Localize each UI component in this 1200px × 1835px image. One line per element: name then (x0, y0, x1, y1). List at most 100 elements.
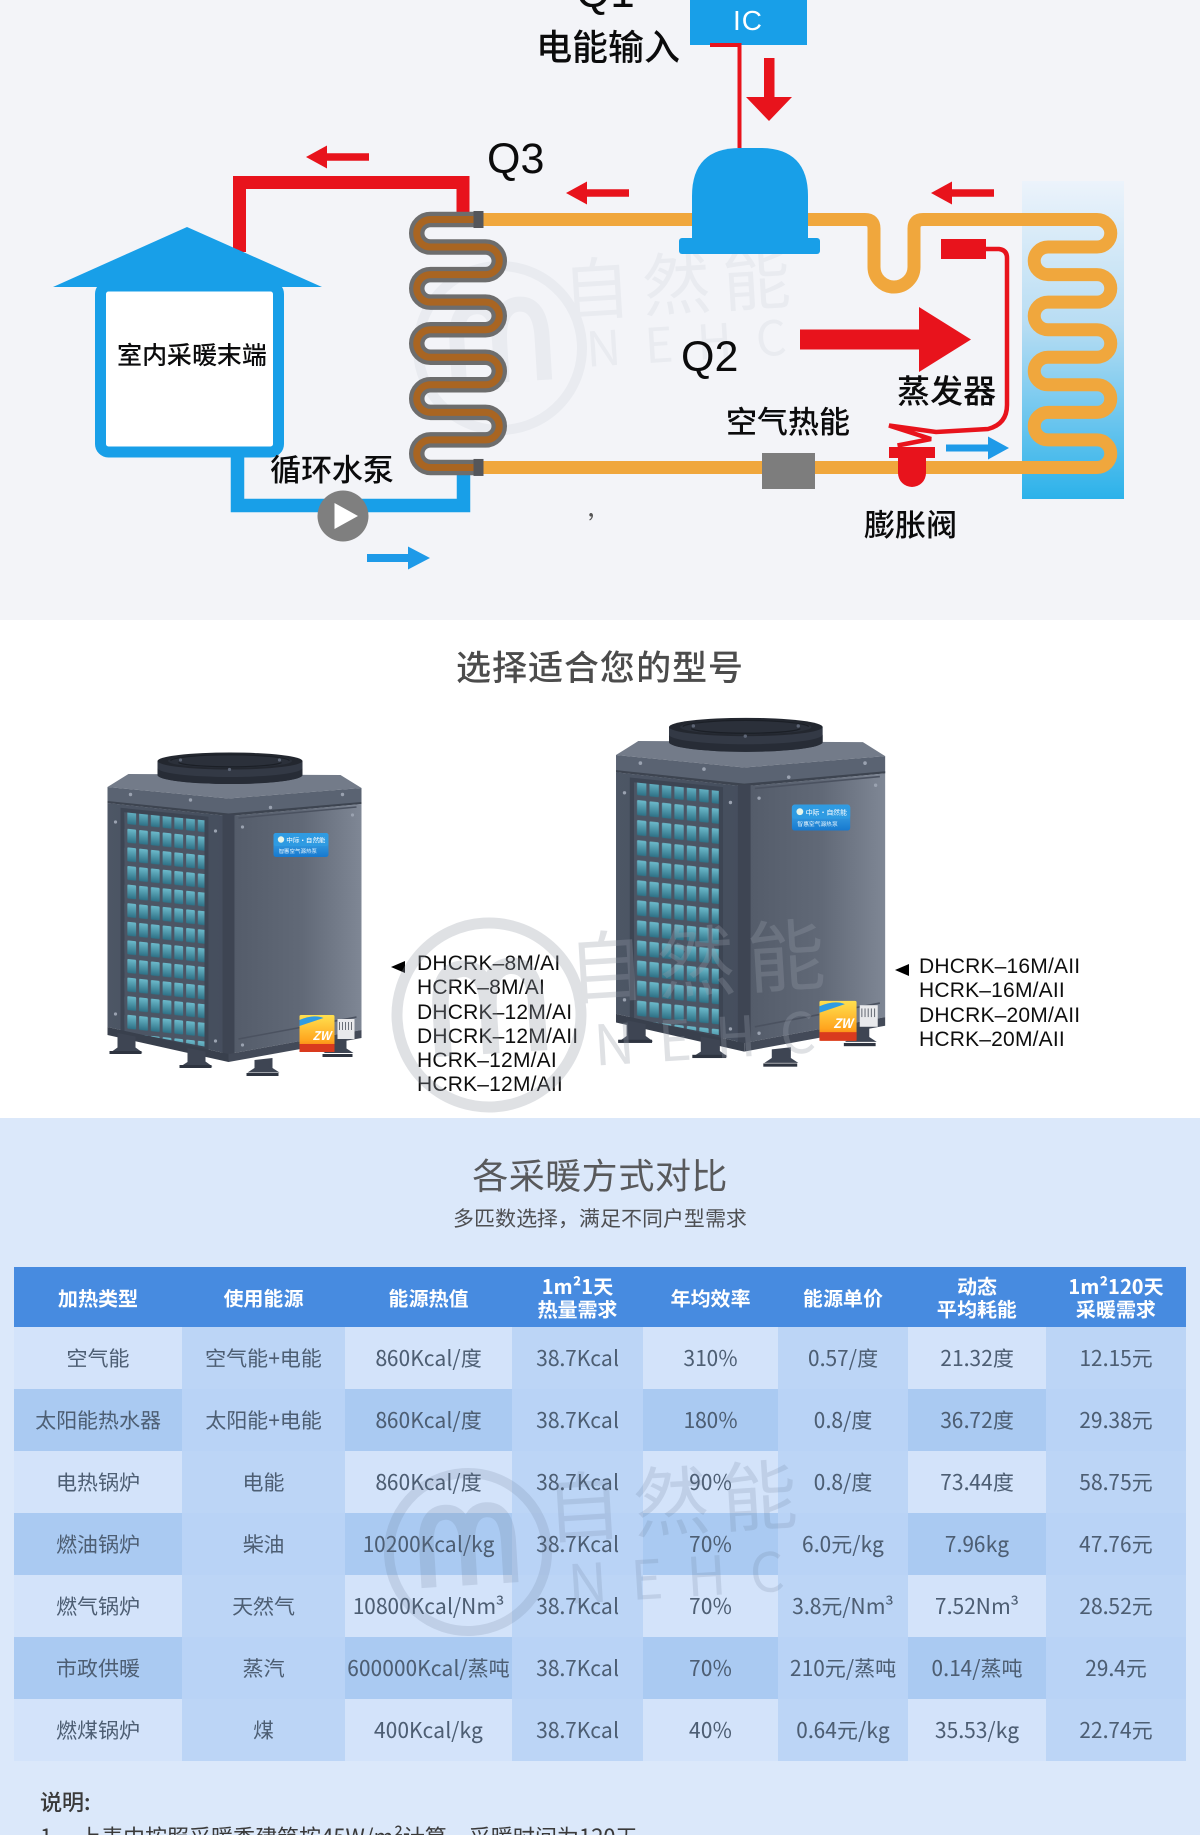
table-cell: 38.7Kcal (512, 1513, 643, 1575)
table-cell: 29.4元 (1046, 1637, 1186, 1699)
table-cell: 70% (643, 1513, 778, 1575)
product-image-large (598, 713, 900, 1085)
evaporator-coil (481, 213, 1118, 474)
pump-label: 循环水泵 (270, 445, 394, 490)
capillary-line (888, 246, 1010, 448)
table-cell: 38.7Kcal (512, 1389, 643, 1451)
table-cell: 38.7Kcal (512, 1699, 643, 1761)
q2-arrow (800, 307, 971, 372)
column-header: 能源单价 (778, 1267, 908, 1327)
column-header: 动态平均耗能 (908, 1267, 1046, 1327)
table-cell: 7.96kg (908, 1513, 1046, 1575)
model-item: DHCRK–8M/AI (417, 952, 561, 975)
model-item: DHCRK–16M/AII (919, 955, 1081, 978)
power-input-label: 电能输入 (536, 19, 681, 71)
q2-label: Q2 (681, 333, 739, 381)
table-cell: 36.72度 (908, 1389, 1046, 1451)
ic-box (690, 0, 807, 45)
compressor-base (679, 238, 820, 254)
table-cell: 860Kcal/度 (345, 1451, 512, 1513)
table-cell: 73.44度 (908, 1451, 1046, 1513)
table-cell: 空气能+电能 (182, 1327, 345, 1389)
table-cell: 28.52元 (1046, 1575, 1186, 1637)
condenser-coil-core (413, 216, 503, 471)
table-cell: 空气能 (14, 1327, 182, 1389)
table-cell: 燃煤锅炉 (14, 1699, 182, 1761)
table-cell: 90% (643, 1451, 778, 1513)
model-item: HCRK–8M/AI (417, 976, 546, 1000)
table-cell: 58.75元 (1046, 1451, 1186, 1513)
table-cell: 0.57/度 (778, 1327, 908, 1389)
column-header: 年均效率 (643, 1267, 778, 1327)
air-heat-box (762, 453, 815, 489)
table-cell: 210元/蒸吨 (778, 1637, 908, 1699)
table-cell: 38.7Kcal (512, 1327, 643, 1389)
table-cell: 860Kcal/度 (345, 1327, 512, 1389)
table-cell: 太阳能热水器 (14, 1389, 182, 1451)
table-cell: 600000Kcal/蒸吨 (345, 1637, 512, 1699)
table-cell: 0.14/蒸吨 (908, 1637, 1046, 1699)
table-cell: 煤 (182, 1699, 345, 1761)
table-cell: 0.8/度 (778, 1389, 908, 1451)
notes-title: 说明: (40, 1785, 91, 1817)
refrigerant-pipe-top (478, 213, 1000, 294)
power-down-arrow (746, 58, 792, 121)
condenser-cap-top (473, 211, 484, 228)
watermark-en-text: NEHC (584, 297, 812, 381)
flow-right-arrow-icon (946, 436, 1009, 460)
table-cell: 47.76元 (1046, 1513, 1186, 1575)
ic-wire (710, 43, 742, 148)
model-item: DHCRK–12M/AI (417, 1000, 573, 1024)
tick-mark: ’ (588, 506, 615, 543)
heat-pump-diagram-section: 自然能 NEHC Q1 电能输入 IC Q3 Q2 室内采暖末端 循环水泵 空气… (0, 0, 1200, 620)
table-cell: 7.52Nm³ (908, 1575, 1046, 1637)
table-cell: 0.8/度 (778, 1451, 908, 1513)
right-pointer-icon (895, 964, 909, 976)
table-cell: 10800Kcal/Nm³ (345, 1575, 512, 1637)
model-item: HCRK–12M/AI (417, 1049, 557, 1073)
ic-label: IC (733, 5, 763, 36)
note-line-1: 1、 上表中按照采暖季建筑按45W/m²计算，采暖时间为120天 (40, 1821, 638, 1835)
q3-label: Q3 (487, 135, 545, 183)
table-cell: 400Kcal/kg (345, 1699, 512, 1761)
table-cell: 70% (643, 1637, 778, 1699)
evaporator-label: 蒸发器 (897, 365, 996, 413)
table-cell: 38.7Kcal (512, 1451, 643, 1513)
table-cell: 38.7Kcal (512, 1575, 643, 1637)
column-header: 加热类型 (14, 1267, 182, 1327)
air-heat-label: 空气热能 (726, 397, 850, 442)
hot-water-pipe (233, 176, 470, 252)
compressor-dome (692, 148, 808, 238)
column-header: 能源热值 (345, 1267, 512, 1327)
comparison-title: 各采暖方式对比 (472, 1148, 728, 1200)
table-cell: 29.38元 (1046, 1389, 1186, 1451)
model-item: HCRK–12M/AII (417, 1073, 563, 1097)
indoor-terminal-label: 室内采暖末端 (117, 336, 268, 372)
pump-arrow-icon (334, 503, 358, 529)
column-header: 使用能源 (182, 1267, 345, 1327)
table-cell: 天然气 (182, 1575, 345, 1637)
table-cell: 310% (643, 1327, 778, 1389)
table-cell: 3.8元/Nm³ (778, 1575, 908, 1637)
left-pointer-icon (391, 961, 405, 973)
flow-left-arrow-icon (306, 145, 369, 169)
table-cell: 12.15元 (1046, 1327, 1186, 1389)
table-cell: 蒸汽 (182, 1637, 345, 1699)
flow-left-arrow-icon (566, 181, 629, 205)
condenser-cap-bottom (473, 458, 484, 476)
table-cell: 燃油锅炉 (14, 1513, 182, 1575)
table-cell: 柴油 (182, 1513, 345, 1575)
table-cell: 电热锅炉 (14, 1451, 182, 1513)
table-cell: 市政供暖 (14, 1637, 182, 1699)
table-cell: 太阳能+电能 (182, 1389, 345, 1451)
table-cell: 10200Kcal/kg (345, 1513, 512, 1575)
